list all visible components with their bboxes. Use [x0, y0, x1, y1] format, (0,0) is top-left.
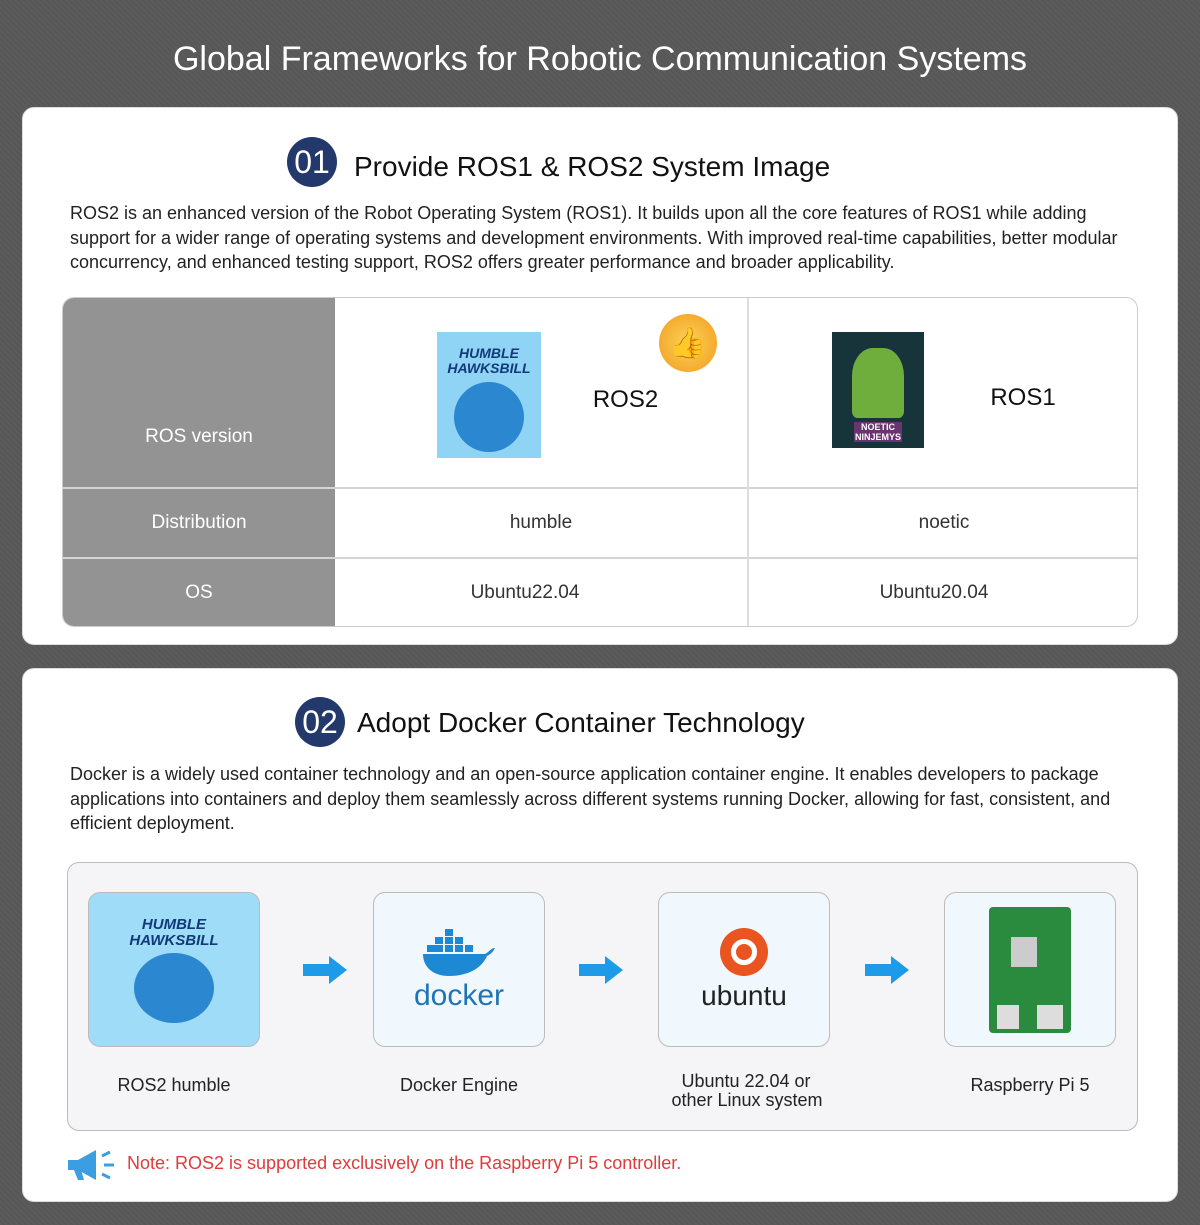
ros2-label: ROS2	[592, 386, 659, 413]
docker-tile: docker	[373, 892, 545, 1047]
row-label-version: ROS version	[63, 298, 335, 488]
docker-whale-icon	[423, 928, 495, 976]
flow-label: Docker Engine	[399, 1075, 519, 1095]
noetic-ninjemys-logo: NOETIC NINJEMYS	[832, 332, 924, 448]
section-number-badge: 01	[287, 137, 337, 187]
flow-label: Raspberry Pi 5	[970, 1075, 1090, 1095]
arrow-right-icon	[865, 956, 909, 984]
ros2-distribution: humble	[509, 512, 573, 533]
section-heading: Adopt Docker Container Technology	[357, 707, 805, 738]
ros2-os: Ubuntu22.04	[470, 582, 580, 603]
flow-label: ROS2 humble	[117, 1075, 231, 1095]
raspberry-pi-board-icon	[989, 906, 1071, 1033]
section-description: ROS2 is an enhanced version of the Robot…	[70, 203, 1118, 272]
ubuntu-logo-icon	[720, 927, 768, 976]
ros1-os: Ubuntu20.04	[879, 582, 989, 603]
ros2-humble-tile: HUMBLE HAWKSBILL	[88, 892, 260, 1047]
section-number-badge: 02	[295, 697, 345, 747]
ros-version-table: ROS version Distribution OS HUMBLE HAWKS…	[62, 297, 1138, 627]
flow-label: Ubuntu 22.04 or	[681, 1071, 811, 1091]
ros1-label: ROS1	[990, 384, 1056, 411]
arrow-right-icon	[579, 956, 623, 984]
humble-hawksbill-logo: HUMBLE HAWKSBILL	[437, 332, 541, 458]
flow-label: other Linux system	[671, 1090, 823, 1110]
thumbs-up-icon: 👍	[659, 314, 717, 372]
megaphone-icon	[68, 1150, 114, 1180]
page-title: Global Frameworks for Robotic Communicat…	[172, 40, 1028, 78]
arrow-right-icon	[303, 956, 347, 984]
note-text: Note: ROS2 is supported exclusively on t…	[127, 1153, 682, 1173]
section-description: Docker is a widely used container techno…	[70, 764, 1111, 833]
row-label-os: OS	[63, 558, 335, 626]
ros1-distribution: noetic	[918, 512, 970, 533]
turtle-icon	[134, 952, 214, 1023]
ubuntu-tile: ubuntu	[658, 892, 830, 1047]
row-label-distribution: Distribution	[63, 488, 335, 558]
section-heading: Provide ROS1 & ROS2 System Image	[354, 151, 831, 182]
raspberry-pi-tile	[944, 892, 1116, 1047]
